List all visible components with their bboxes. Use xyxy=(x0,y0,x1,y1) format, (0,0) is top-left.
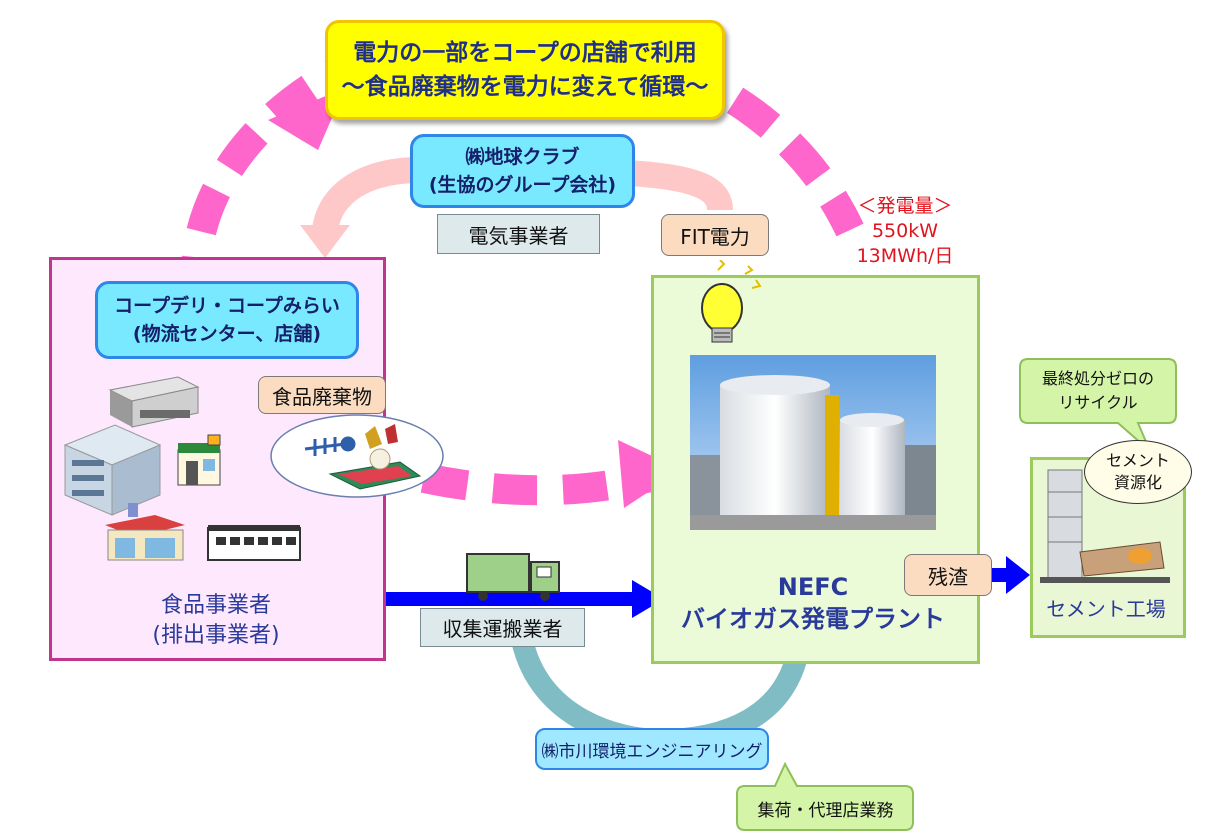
blue-arrow-shaft xyxy=(380,592,635,606)
electricity-business-label: 電気事業者 xyxy=(437,214,600,254)
recycle-callout-shape xyxy=(1019,358,1177,452)
transporter-label: 収集運搬業者 xyxy=(420,608,585,647)
generation-power: 550kW xyxy=(871,219,939,242)
warehouse-icon xyxy=(108,376,200,428)
agency-callout-shape xyxy=(736,762,914,831)
headline-box: 電力の一部をコープの店舗で利用 ～食品廃棄物を電力に変えて循環～ xyxy=(325,20,725,120)
light-pink-arrowhead xyxy=(300,225,350,258)
residue-label: 残渣 xyxy=(904,554,992,596)
recycle-callout-line2: リサイクル xyxy=(1058,393,1138,412)
headline-line1: 電力の一部をコープの店舗で利用 xyxy=(353,40,697,66)
chikyu-club-name: ㈱地球クラブ xyxy=(465,146,580,168)
cement-factory-label: セメント工場 xyxy=(1046,596,1166,621)
vegetable-scraps-icon xyxy=(365,426,382,449)
food-business-note: (排出事業者) xyxy=(152,623,280,648)
generation-label: ＜発電量＞ xyxy=(857,194,953,217)
supermarket-icon xyxy=(105,503,185,561)
plant-type: バイオガス発電プラント xyxy=(681,605,945,633)
light-bulb-icon xyxy=(701,260,762,343)
cement-kiln-illustration xyxy=(1040,469,1170,583)
fit-power-label: FIT電力 xyxy=(661,214,769,256)
eggshell-icon xyxy=(369,448,391,470)
headline-line2: ～食品廃棄物を電力に変えて循環～ xyxy=(341,74,709,100)
fish-bone-icon xyxy=(304,436,356,456)
chikyu-club-box: ㈱地球クラブ (生協のグループ会社) xyxy=(410,134,635,208)
cement-resource-line1: セメント xyxy=(1106,451,1170,470)
generation-daily: 13MWh/日 xyxy=(856,244,954,267)
truck-icon xyxy=(466,553,560,601)
cement-resource-bubble: セメント 資源化 xyxy=(1084,440,1192,504)
chikyu-club-note: (生協のグループ会社) xyxy=(428,174,617,196)
food-waste-illustration xyxy=(270,414,444,498)
pink-dashed-loop xyxy=(181,23,864,506)
agency-callout: 集荷・代理店業務 xyxy=(757,800,894,821)
food-business-name: 食品事業者 xyxy=(160,593,271,618)
biogas-plant-photo xyxy=(690,355,936,530)
ichikawa-box: ㈱市川環境エンジニアリング xyxy=(535,728,769,770)
blue-arrowhead xyxy=(632,580,664,618)
office-building-icon xyxy=(63,424,162,516)
coop-name: コープデリ・コープみらい xyxy=(114,295,340,317)
building-icons xyxy=(63,376,301,561)
plant-caption: NEFC バイオガス発電プラント xyxy=(653,568,973,638)
food-waste-label: 食品廃棄物 xyxy=(258,376,386,414)
coop-box: コープデリ・コープみらい (物流センター、店舗) xyxy=(95,281,359,359)
plant-name: NEFC xyxy=(777,573,849,601)
coop-note: (物流センター、店舗) xyxy=(132,323,322,345)
generation-amount: ＜発電量＞ 550kW 13MWh/日 xyxy=(840,193,970,269)
residue-arrow-shaft xyxy=(990,568,1008,582)
recycle-callout: 最終処分ゼロの リサイクル xyxy=(1020,360,1176,422)
recycle-callout-line1: 最終処分ゼロの xyxy=(1041,369,1154,388)
residue-arrowhead xyxy=(1006,556,1030,594)
cement-resource-line2: 資源化 xyxy=(1113,473,1162,492)
food-business-caption: 食品事業者 (排出事業者) xyxy=(52,590,380,652)
factory-icon xyxy=(207,525,301,561)
pink-arrowhead-right xyxy=(618,440,682,508)
convenience-store-icon xyxy=(177,434,221,486)
